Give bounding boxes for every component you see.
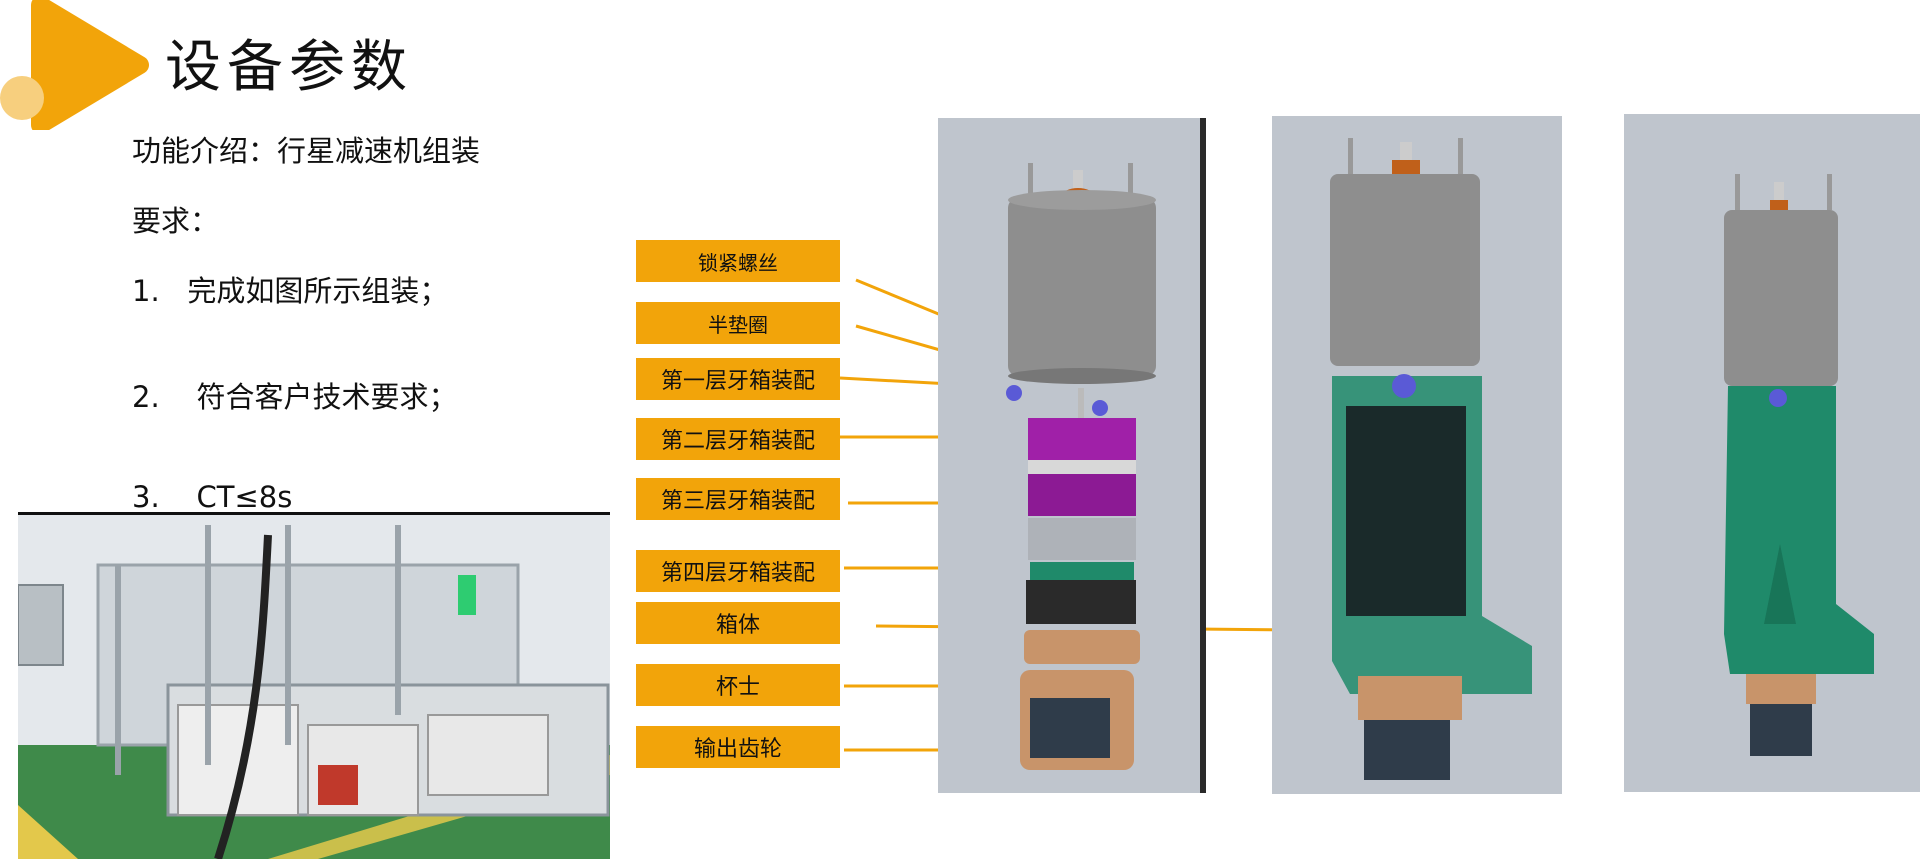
callout-housing: 箱体 [636,602,840,644]
transparent-housing-render [1330,138,1532,780]
callout-gearbox-layer-2: 第二层牙箱装配 [636,418,840,460]
requirements-heading: 要求： [132,204,220,238]
exploded-view-panel [938,118,1206,793]
assembled-view-panel [1624,114,1920,792]
callout-gearbox-layer-3: 第三层牙箱装配 [636,478,840,520]
exploded-gearmotor-render [1006,118,1206,793]
assembled-gearmotor-render [1724,174,1874,756]
play-logo-icon [0,0,149,130]
callout-lock-screw: 锁紧螺丝 [636,240,840,282]
callout-half-washer: 半垫圈 [636,302,840,344]
requirement-item-1: 1. 完成如图所示组装； [132,274,449,308]
requirement-item-3: 3. CT≤8s [132,480,293,514]
assembly-line-photo [18,512,610,859]
requirement-item-2: 2. 符合客户技术要求； [132,380,458,414]
callout-output-gear: 输出齿轮 [636,726,840,768]
function-intro: 功能介绍：行星减速机组装 [132,134,481,168]
callout-gearbox-layer-1: 第一层牙箱装配 [636,358,840,400]
section-view-panel [1272,116,1562,794]
callout-bushing: 杯士 [636,664,840,706]
page-title: 设备参数 [165,35,413,100]
callout-gearbox-layer-4: 第四层牙箱装配 [636,550,840,592]
